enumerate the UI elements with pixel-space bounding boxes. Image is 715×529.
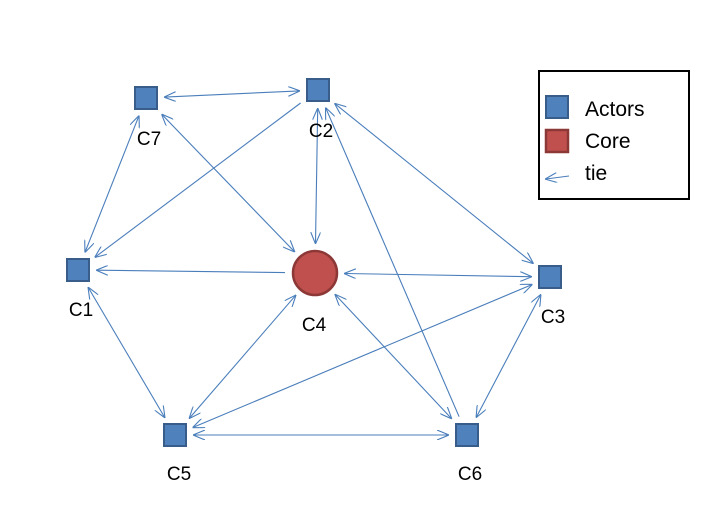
label-c4: C4 [302, 315, 327, 336]
tie-c2-c3 [335, 104, 533, 263]
tie-c7-c4 [162, 115, 294, 252]
legend-actor-icon [545, 95, 569, 119]
tie-c4-c3 [345, 274, 531, 277]
ties-layer [85, 91, 540, 435]
tie-c7-c1 [85, 116, 138, 251]
tie-c2-c4 [316, 109, 318, 243]
label-c3: C3 [541, 307, 565, 328]
legend-actors-label: Actors [585, 98, 645, 121]
legend-core-label: Core [585, 130, 631, 153]
label-c1: C1 [69, 300, 93, 321]
tie-c6-c3 [477, 295, 541, 417]
tie-c5-c4 [190, 296, 296, 418]
label-c5: C5 [167, 464, 191, 485]
node-c2[interactable] [306, 78, 330, 102]
legend-tie-label: tie [585, 162, 607, 185]
legend-core-icon [544, 128, 570, 154]
node-c5[interactable] [163, 423, 187, 447]
legend: Actors Core tie [538, 70, 690, 200]
label-c6: C6 [458, 464, 482, 485]
tie-c4-c1 [97, 270, 286, 272]
tie-c2-c1 [95, 102, 301, 257]
node-c3[interactable] [538, 265, 562, 289]
legend-tie-arrow-icon [546, 176, 570, 179]
label-c7: C7 [137, 129, 161, 150]
tie-c6-c2 [326, 108, 460, 417]
node-c6[interactable] [455, 423, 479, 447]
node-c4[interactable] [291, 249, 339, 297]
tie-c7-c2 [165, 91, 299, 97]
node-c1[interactable] [66, 258, 90, 282]
tie-c1-c5 [89, 288, 165, 417]
tie-c6-c4 [336, 295, 452, 418]
node-c7[interactable] [134, 86, 158, 110]
label-c2: C2 [309, 121, 333, 142]
tie-c5-c3 [193, 285, 531, 428]
